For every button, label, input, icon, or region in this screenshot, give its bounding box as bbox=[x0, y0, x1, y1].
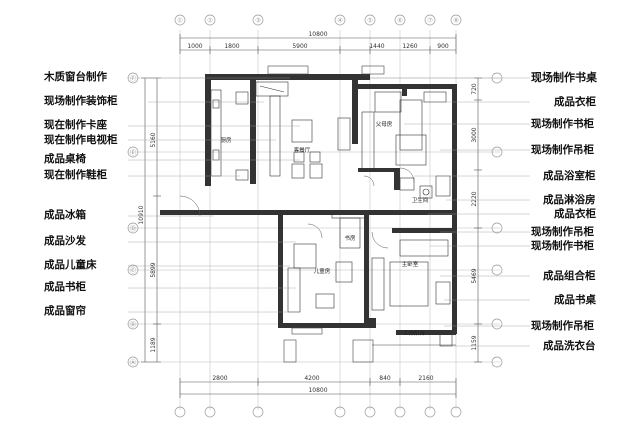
left-label-1: 木质窗台制作 bbox=[44, 71, 107, 83]
room-study: 书房 bbox=[344, 234, 356, 242]
right-label-11: 成品书桌 bbox=[554, 294, 596, 306]
right-label-5: 成品浴室柜 bbox=[543, 170, 596, 182]
left-leader-lines bbox=[128, 77, 300, 313]
axis-row-d: Ⓓ bbox=[130, 225, 137, 233]
top-total-dim: 10800 bbox=[308, 31, 327, 38]
right-leader-lines bbox=[370, 77, 530, 347]
right-label-6: 成品淋浴房 bbox=[543, 194, 596, 206]
left-total-dim: 10910 bbox=[138, 205, 145, 224]
top-axis-markers bbox=[174, 14, 462, 26]
right-label-13: 成品洗衣台 bbox=[543, 340, 596, 352]
left-dim-2: 5899 bbox=[150, 262, 157, 277]
axis-row-a: Ⓐ bbox=[130, 359, 137, 367]
right-label-8: 现场制作吊柜 bbox=[531, 226, 594, 238]
left-axis-markers bbox=[127, 72, 139, 368]
right-axis-markers bbox=[491, 72, 503, 368]
bottom-dim-4: 2160 bbox=[418, 375, 433, 382]
right-label-2: 成品衣柜 bbox=[554, 96, 596, 108]
axis-col-6: ⑥ bbox=[397, 17, 403, 25]
bottom-dimension-lines bbox=[179, 378, 457, 398]
top-dim-2: 1800 bbox=[224, 43, 239, 50]
bottom-dim-3: 840 bbox=[379, 375, 391, 382]
left-label-11: 成品窗帘 bbox=[44, 305, 86, 317]
window-lines bbox=[267, 65, 456, 363]
room-balcony: 工作阳台 bbox=[403, 329, 426, 337]
top-dim-1: 1000 bbox=[187, 43, 202, 50]
top-dim-3: 5900 bbox=[292, 43, 307, 50]
right-label-7: 成品衣柜 bbox=[554, 208, 596, 220]
room-living-dining: 客餐厅 bbox=[294, 146, 311, 154]
axis-col-3: ③ bbox=[255, 17, 261, 25]
axis-col-5: ⑤ bbox=[367, 17, 373, 25]
axis-row-b: Ⓑ bbox=[130, 321, 137, 329]
axis-col-2: ② bbox=[207, 17, 213, 25]
left-label-9: 成品儿童床 bbox=[44, 259, 97, 271]
room-master: 主卧室 bbox=[402, 260, 419, 268]
axis-col-7: ⑦ bbox=[427, 17, 433, 25]
right-label-9: 现场制作书柜 bbox=[531, 240, 594, 252]
right-label-12: 现场制作吊柜 bbox=[531, 320, 594, 332]
axis-col-1: ① bbox=[177, 17, 183, 25]
axis-row-e: Ⓔ bbox=[130, 149, 137, 157]
right-label-1: 现场制作书桌 bbox=[531, 71, 597, 84]
axis-row-f: Ⓕ bbox=[130, 75, 137, 83]
room-bathroom: 卫生间 bbox=[412, 196, 429, 204]
left-dim-3: 1189 bbox=[150, 337, 157, 352]
left-label-6: 现在制作鞋柜 bbox=[44, 169, 107, 181]
room-parents: 父母房 bbox=[376, 120, 393, 128]
axis-col-8: ⑧ bbox=[453, 17, 459, 25]
right-dim-1: 3000 bbox=[471, 127, 478, 142]
right-label-3: 现场制作书柜 bbox=[531, 118, 594, 130]
left-label-10: 成品书柜 bbox=[44, 281, 86, 293]
room-kids: 儿童房 bbox=[314, 267, 331, 275]
axis-row-c: Ⓒ bbox=[130, 267, 137, 275]
doors bbox=[179, 167, 415, 249]
walls bbox=[160, 74, 457, 335]
left-label-2: 现场制作装饰柜 bbox=[44, 95, 118, 107]
left-label-8: 成品沙发 bbox=[44, 235, 86, 247]
left-label-7: 成品冰箱 bbox=[44, 209, 86, 221]
bottom-dim-1: 2800 bbox=[212, 375, 227, 382]
left-label-4: 现在制作电视柜 bbox=[44, 134, 118, 146]
axis-col-4: ④ bbox=[337, 17, 343, 25]
top-dim-6: 900 bbox=[437, 43, 449, 50]
right-dim-4: 1159 bbox=[471, 335, 478, 350]
bottom-dim-2: 4200 bbox=[304, 375, 319, 382]
top-dim-4: 1440 bbox=[369, 43, 384, 50]
bottom-axis-markers bbox=[174, 406, 462, 418]
top-dim-5: 1260 bbox=[402, 43, 417, 50]
top-dimension-lines bbox=[179, 34, 457, 54]
left-label-3: 现在制作卡座 bbox=[44, 119, 107, 131]
bottom-total-dim: 10800 bbox=[308, 387, 327, 394]
right-label-10: 成品组合柜 bbox=[543, 270, 596, 282]
right-dim-small: 720 bbox=[471, 83, 478, 95]
left-label-5: 成品桌椅 bbox=[44, 153, 86, 165]
right-dim-2: 2220 bbox=[471, 191, 478, 206]
right-label-4: 现场制作吊柜 bbox=[531, 144, 594, 156]
right-dimension-lines bbox=[474, 77, 482, 363]
